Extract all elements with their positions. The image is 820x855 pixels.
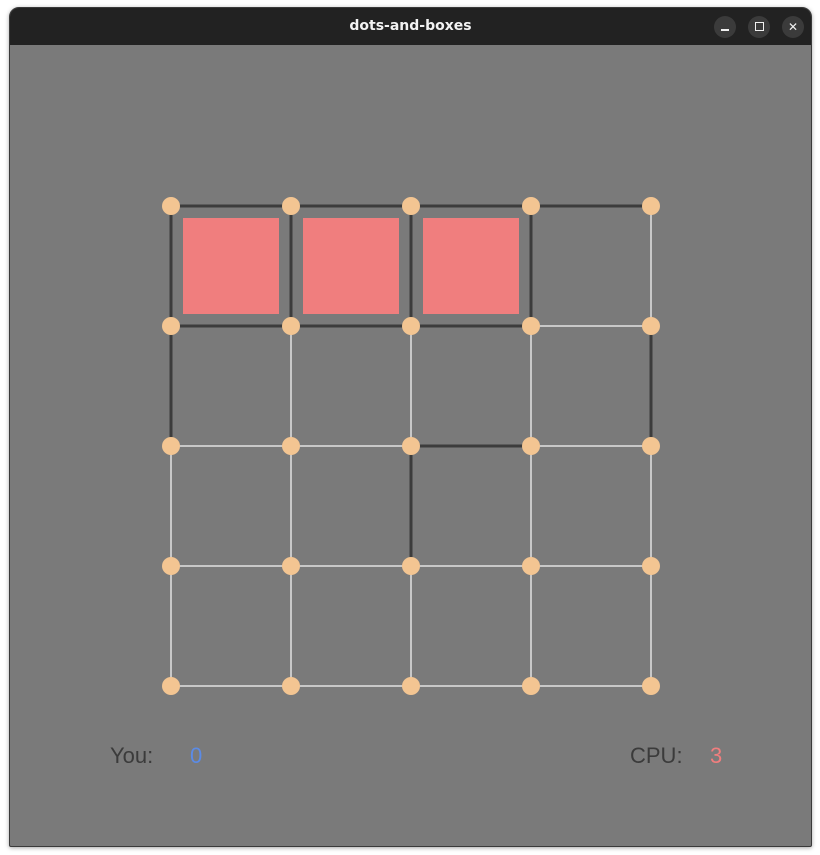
you-score: You: 0 (110, 743, 202, 769)
grid-dot (402, 197, 420, 215)
grid-dot (642, 437, 660, 455)
grid-dot (522, 437, 540, 455)
grid-dot (282, 437, 300, 455)
grid-dot (522, 677, 540, 695)
grid-dot (642, 677, 660, 695)
claimed-box-cpu (423, 218, 519, 314)
grid-dot (282, 317, 300, 335)
grid-dot (522, 317, 540, 335)
window-title: dots-and-boxes (349, 18, 472, 34)
grid-dot (402, 437, 420, 455)
close-button[interactable]: ✕ (782, 16, 804, 38)
claimed-box-cpu (183, 218, 279, 314)
grid-dot (282, 557, 300, 575)
maximize-icon (754, 22, 764, 31)
grid-dot (282, 197, 300, 215)
close-icon: ✕ (787, 20, 799, 34)
grid-dot (282, 677, 300, 695)
cpu-score-label: CPU: (630, 743, 683, 768)
grid-dot (162, 317, 180, 335)
minimize-button[interactable] (714, 16, 736, 38)
title-bar[interactable]: dots-and-boxes ✕ (10, 8, 811, 45)
minimize-icon (721, 29, 729, 31)
grid-dot (522, 557, 540, 575)
grid-dot (162, 437, 180, 455)
app-window: dots-and-boxes ✕ You: 0 CPU: 3 (9, 7, 812, 847)
grid-dot (642, 317, 660, 335)
grid-dot (642, 197, 660, 215)
grid-dot (522, 197, 540, 215)
grid-dot (162, 197, 180, 215)
you-score-value: 0 (190, 743, 203, 768)
grid-dot (162, 677, 180, 695)
claimed-box-cpu (303, 218, 399, 314)
grid-dot (402, 677, 420, 695)
cpu-score-value: 3 (710, 743, 723, 768)
grid-dot (402, 317, 420, 335)
grid-dot (402, 557, 420, 575)
maximize-button[interactable] (748, 16, 770, 38)
game-board (162, 197, 660, 695)
grid-dot (162, 557, 180, 575)
you-score-label: You: (110, 743, 154, 768)
cpu-score: CPU: 3 (630, 743, 722, 769)
grid-dot (642, 557, 660, 575)
